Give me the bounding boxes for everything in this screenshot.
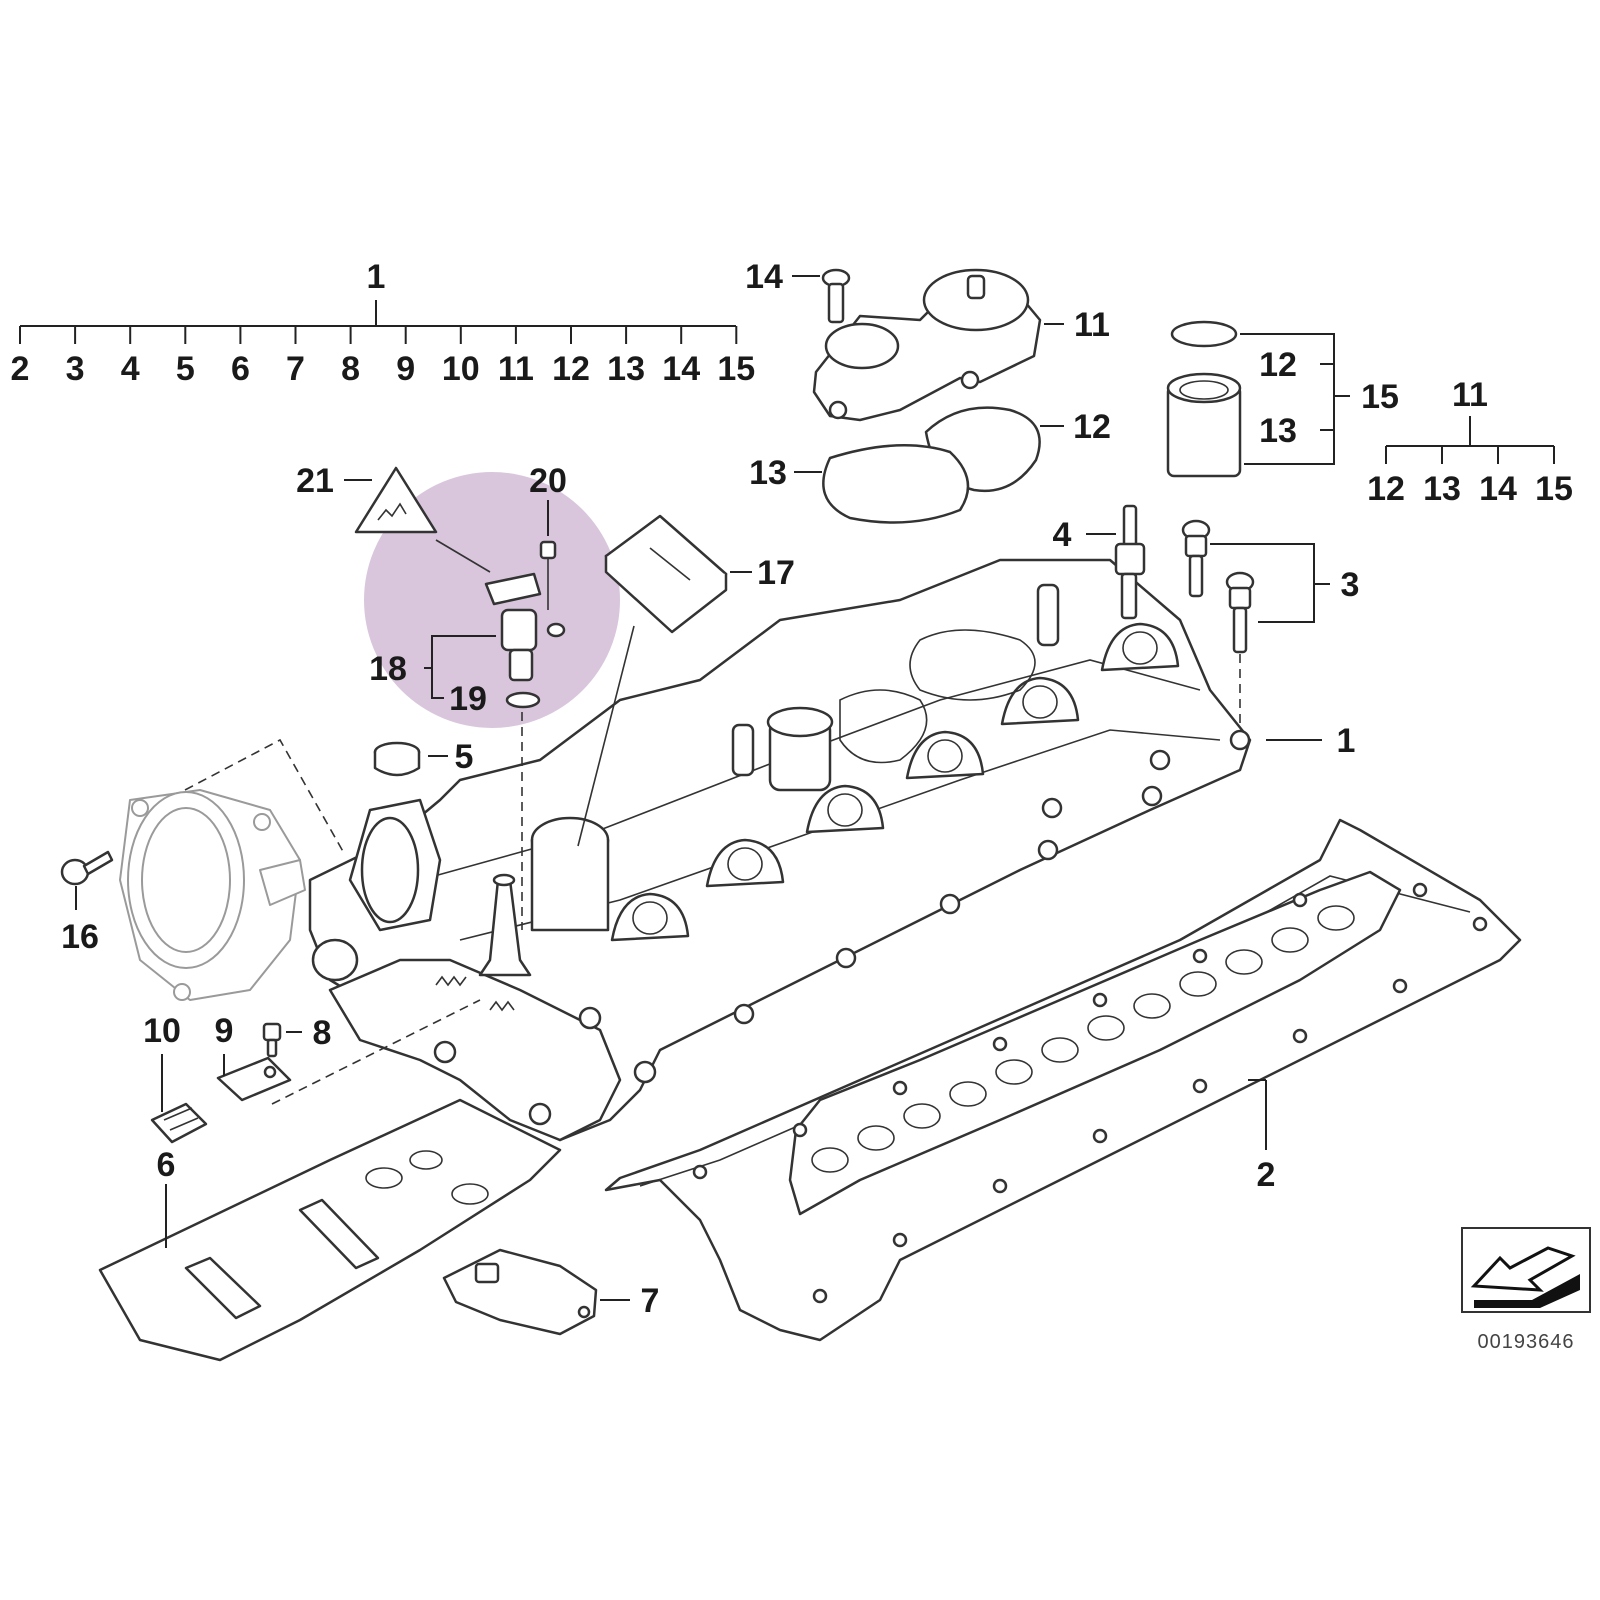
callout-kit1-item[interactable]: 15 bbox=[717, 350, 755, 388]
callout-kit1-item[interactable]: 10 bbox=[442, 350, 480, 388]
callout-11-kit[interactable]: 11 bbox=[1452, 376, 1488, 414]
screw-8[interactable] bbox=[262, 1022, 282, 1058]
callout-kit1-item[interactable]: 5 bbox=[176, 350, 195, 388]
callout-13-sleeve[interactable]: 13 bbox=[1259, 412, 1297, 450]
callout-2[interactable]: 2 bbox=[1257, 1156, 1276, 1194]
callout-kit1-item[interactable]: 9 bbox=[396, 350, 415, 388]
view-direction-arrow-icon bbox=[1470, 1246, 1576, 1292]
callout-kit1-item[interactable]: 13 bbox=[607, 350, 645, 388]
screw-3b[interactable] bbox=[1225, 571, 1255, 654]
screw-16[interactable] bbox=[60, 850, 114, 886]
reference-number: 00193646 bbox=[1478, 1331, 1575, 1353]
stud-4[interactable] bbox=[1114, 504, 1146, 620]
callout-21[interactable]: 21 bbox=[296, 462, 334, 500]
cover-cap-17[interactable] bbox=[604, 514, 728, 634]
callout-17[interactable]: 17 bbox=[757, 554, 795, 592]
callout-19[interactable]: 19 bbox=[449, 680, 487, 718]
callout-kit11-item[interactable]: 13 bbox=[1423, 470, 1461, 508]
throttle-housing[interactable] bbox=[119, 789, 306, 1001]
cap-5[interactable] bbox=[373, 741, 421, 777]
warning-sticker-21[interactable] bbox=[354, 466, 438, 534]
camshaft-sensor-18[interactable] bbox=[484, 572, 566, 682]
callout-kit1-item[interactable]: 14 bbox=[662, 350, 700, 388]
callout-9[interactable]: 9 bbox=[215, 1012, 234, 1050]
callout-3[interactable]: 3 bbox=[1341, 566, 1360, 604]
callout-kit11-item[interactable]: 14 bbox=[1479, 470, 1517, 508]
seal-ring-12[interactable] bbox=[1170, 320, 1238, 348]
bolt-20[interactable] bbox=[539, 540, 557, 610]
hot-surface-warning-icon bbox=[354, 466, 438, 534]
callout-16[interactable]: 16 bbox=[61, 918, 99, 956]
callout-kit1-item[interactable]: 2 bbox=[11, 350, 30, 388]
callout-12-gasket[interactable]: 12 bbox=[1073, 408, 1111, 446]
kit-bracket-11: 11 12 13 14 15 bbox=[1367, 376, 1573, 508]
o-ring-19[interactable] bbox=[505, 691, 541, 709]
callout-18[interactable]: 18 bbox=[369, 650, 407, 688]
bracket-9[interactable] bbox=[216, 1056, 292, 1102]
callout-1-cover[interactable]: 1 bbox=[1337, 722, 1356, 760]
callout-1-kit[interactable]: 1 bbox=[367, 258, 386, 296]
callout-6[interactable]: 6 bbox=[157, 1146, 176, 1184]
callout-4[interactable]: 4 bbox=[1053, 516, 1072, 554]
callout-kit11-item[interactable]: 12 bbox=[1367, 470, 1405, 508]
gasket-13-large[interactable] bbox=[822, 444, 970, 524]
eccentric-shaft-sensor-11[interactable] bbox=[812, 268, 1042, 422]
cover-plate-6[interactable] bbox=[98, 1098, 562, 1362]
callout-kit11-item[interactable]: 15 bbox=[1535, 470, 1573, 508]
callout-15-kit[interactable]: 15 bbox=[1361, 378, 1399, 416]
screw-14[interactable] bbox=[821, 268, 851, 324]
callout-kit1-item[interactable]: 6 bbox=[231, 350, 250, 388]
callout-10[interactable]: 10 bbox=[143, 1012, 181, 1050]
callout-13-gasket[interactable]: 13 bbox=[749, 454, 787, 492]
callout-kit1-item[interactable]: 4 bbox=[121, 350, 140, 388]
callout-20[interactable]: 20 bbox=[529, 462, 567, 500]
callout-kit1-item[interactable]: 3 bbox=[66, 350, 85, 388]
callout-11-sensor[interactable]: 11 bbox=[1074, 306, 1110, 344]
gasket-set-2[interactable] bbox=[604, 818, 1522, 1342]
shield-7[interactable] bbox=[442, 1248, 598, 1336]
callout-kit1-item[interactable]: 7 bbox=[286, 350, 305, 388]
valve-cover[interactable] bbox=[308, 558, 1252, 1142]
screw-3a[interactable] bbox=[1181, 519, 1211, 598]
callout-12-ring[interactable]: 12 bbox=[1259, 346, 1297, 384]
callout-7[interactable]: 7 bbox=[641, 1282, 660, 1320]
callout-8[interactable]: 8 bbox=[313, 1014, 332, 1052]
callout-kit1-item[interactable]: 12 bbox=[552, 350, 590, 388]
callout-5[interactable]: 5 bbox=[455, 738, 474, 776]
clip-10[interactable] bbox=[150, 1102, 208, 1144]
callout-kit1-item[interactable]: 8 bbox=[341, 350, 360, 388]
callout-kit1-item[interactable]: 11 bbox=[498, 350, 534, 388]
view-direction-box bbox=[1461, 1227, 1591, 1313]
bearing-sleeve-13[interactable] bbox=[1166, 372, 1242, 478]
callout-14[interactable]: 14 bbox=[745, 258, 783, 296]
